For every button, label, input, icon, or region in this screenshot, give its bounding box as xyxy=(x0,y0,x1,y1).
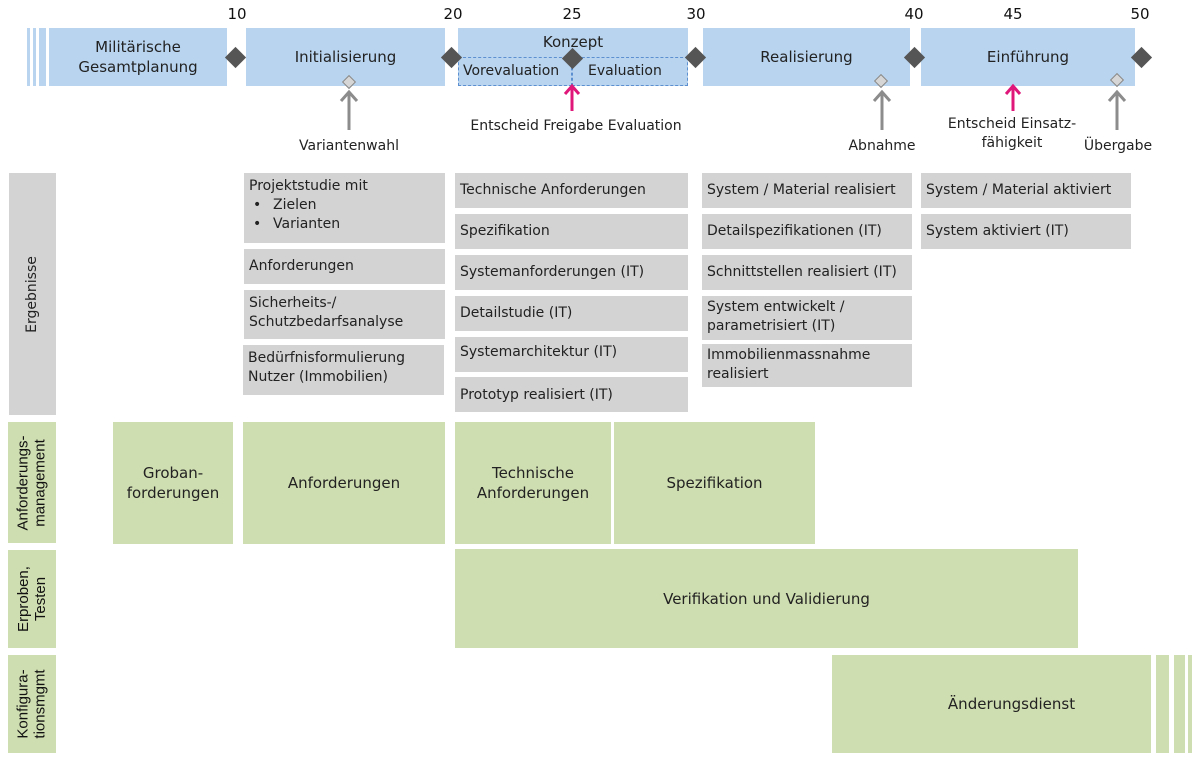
milestone-label-variantenwahl: Variantenwahl xyxy=(299,138,399,154)
tick-10: 10 xyxy=(227,5,247,23)
tick-30: 30 xyxy=(686,5,706,23)
continuation-stripe xyxy=(33,28,36,86)
continuation-stripe xyxy=(1156,655,1169,753)
result-beduerfnisformulierung: Bedürfnisformulierung Nutzer (Immobilien… xyxy=(243,345,444,395)
decision-arrow-up-icon xyxy=(1004,83,1022,111)
row-header-erproben-testen: Erproben, Testen xyxy=(8,550,56,648)
tick-45: 45 xyxy=(1003,5,1023,23)
result-system-material-realisiert: System / Material realisiert xyxy=(702,173,912,208)
block-spezifikation: Spezifikation xyxy=(614,422,815,544)
continuation-stripe xyxy=(27,28,30,86)
result-system-entwickelt: System entwickelt / parametrisiert (IT) xyxy=(702,296,912,340)
gate-diamond-10 xyxy=(224,46,247,69)
milestone-label-uebergabe: Übergabe xyxy=(1083,138,1153,154)
continuation-stripe xyxy=(1174,655,1185,753)
milestone-label-entscheid-einsatzfaehigkeit: Entscheid Einsatz- fähigkeit xyxy=(947,116,1077,151)
subphase-vorevaluation-label: Vorevaluation xyxy=(463,63,560,79)
result-technische-anforderungen: Technische Anforderungen xyxy=(455,173,688,208)
phase-einfuehrung: Einführung xyxy=(921,28,1135,86)
block-anforderungen: Anforderungen xyxy=(243,422,445,544)
phase-militaerische-gesamtplanung: Militärische Gesamtplanung xyxy=(49,28,227,86)
block-grobanforderungen: Groban- forderungen xyxy=(113,422,233,544)
row-header-label: Konfigura- tionsmgmt xyxy=(15,669,49,739)
continuation-stripe xyxy=(39,28,46,86)
decision-arrow-up-icon xyxy=(563,83,581,111)
result-detailstudie: Detailstudie (IT) xyxy=(455,296,688,331)
arrow-up-icon xyxy=(872,89,892,130)
block-technische-anforderungen: Technische Anforderungen xyxy=(455,422,611,544)
row-header-label: Ergebnisse xyxy=(24,255,40,333)
result-detailspezifikationen: Detailspezifikationen (IT) xyxy=(702,214,912,249)
row-header-ergebnisse: Ergebnisse xyxy=(9,173,56,415)
tick-50: 50 xyxy=(1130,5,1150,23)
row-header-label: Anforderungs- management xyxy=(15,434,49,531)
phase-realisierung: Realisierung xyxy=(703,28,910,86)
subphase-evaluation-label: Evaluation xyxy=(588,63,662,79)
result-title: Projektstudie mit xyxy=(249,178,368,194)
result-bullets: Zielen Varianten xyxy=(249,196,440,234)
block-verifikation-validierung: Verifikation und Validierung xyxy=(455,549,1078,648)
result-projektstudie: Projektstudie mit Zielen Varianten xyxy=(244,173,445,243)
arrow-up-icon xyxy=(1107,89,1127,130)
continuation-stripe xyxy=(1188,655,1192,753)
tick-20: 20 xyxy=(443,5,463,23)
result-prototyp: Prototyp realisiert (IT) xyxy=(455,377,688,412)
row-header-label: Erproben, Testen xyxy=(15,566,49,632)
result-spezifikation: Spezifikation xyxy=(455,214,688,249)
arrow-up-icon xyxy=(339,89,359,130)
tick-40: 40 xyxy=(904,5,924,23)
tick-25: 25 xyxy=(562,5,582,23)
result-system-material-aktiviert: System / Material aktiviert xyxy=(921,173,1131,208)
result-bullet: Zielen xyxy=(253,196,440,215)
result-immobilienmassnahme: Immobilienmassnahme realisiert xyxy=(702,344,912,387)
subphase-vorevaluation xyxy=(458,57,572,86)
result-anforderungen: Anforderungen xyxy=(244,249,445,284)
result-systemanforderungen: Systemanforderungen (IT) xyxy=(455,255,688,290)
block-aenderungsdienst: Änderungsdienst xyxy=(832,655,1151,753)
result-systemarchitektur: Systemarchitektur (IT) xyxy=(455,337,688,372)
result-bullet: Varianten xyxy=(253,215,440,234)
row-header-anforderungsmanagement: Anforderungs- management xyxy=(8,422,56,543)
subphase-evaluation xyxy=(572,57,688,86)
row-header-konfigurationsmgmt: Konfigura- tionsmgmt xyxy=(8,655,56,753)
result-system-aktiviert-it: System aktiviert (IT) xyxy=(921,214,1131,249)
result-sicherheits-schutzbedarfsanalyse: Sicherheits-/ Schutzbedarfsanalyse xyxy=(244,290,445,339)
milestone-label-entscheid-freigabe-evaluation: Entscheid Freigabe Evaluation xyxy=(470,118,682,134)
phase-initialisierung: Initialisierung xyxy=(246,28,445,86)
milestone-label-abnahme: Abnahme xyxy=(848,138,916,154)
result-schnittstellen: Schnittstellen realisiert (IT) xyxy=(702,255,912,290)
